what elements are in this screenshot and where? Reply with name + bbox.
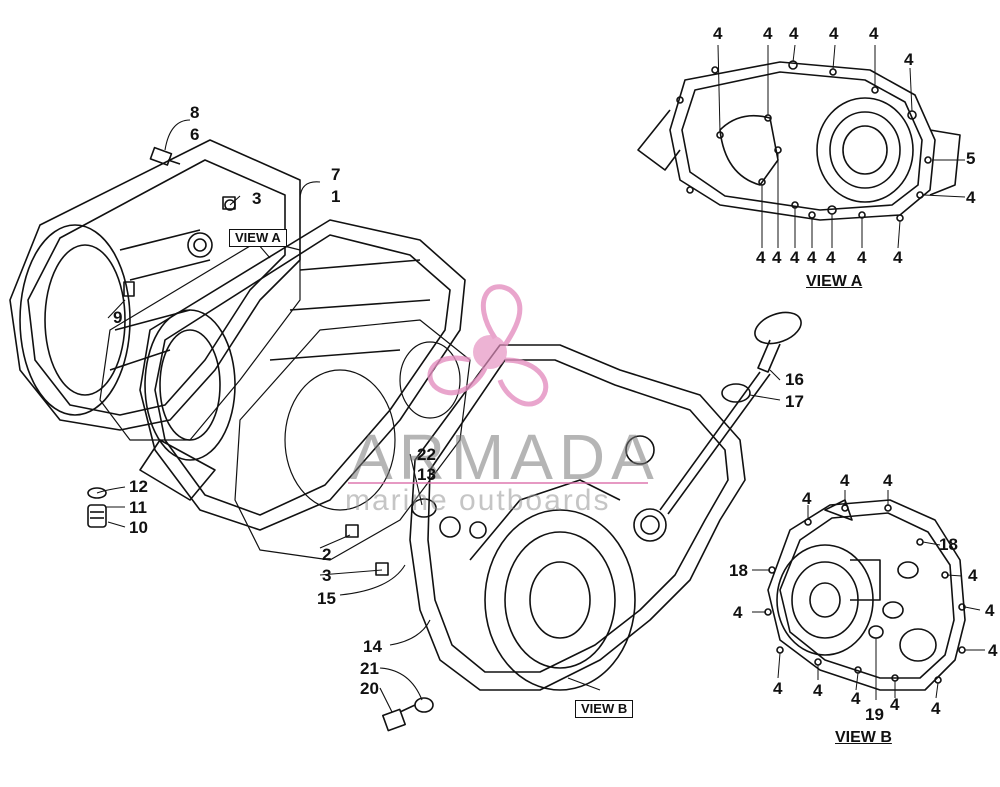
view-b-callout-14: 4	[890, 695, 900, 714]
callout-20: 20	[360, 679, 379, 698]
view-b-callout-1: 4	[802, 489, 812, 508]
view-b-callout-18b: 18	[729, 561, 748, 580]
view-a-callout-11: 4	[790, 248, 800, 267]
callout-15: 15	[317, 589, 336, 608]
watermark-brand: ARMADA	[350, 421, 660, 493]
bolt-part-10	[87, 504, 107, 528]
view-a-callout-12: 4	[807, 248, 817, 267]
leader-lines-view-b	[752, 490, 985, 700]
main-crankcase-cover	[409, 344, 746, 691]
watermark-rule	[348, 482, 648, 484]
view-b-title: VIEW B	[835, 729, 892, 746]
view-b-callout-19: 19	[865, 705, 884, 724]
callout-17: 17	[785, 392, 804, 411]
view-b-callout-8: 4	[985, 601, 995, 620]
callout-14: 14	[363, 637, 382, 656]
callout-7: 7	[331, 165, 341, 184]
callout-11: 11	[129, 498, 147, 517]
view-a-callout-2: 4	[763, 24, 773, 43]
view-b-callout-18a: 18	[939, 535, 958, 554]
seal-part-22	[411, 498, 437, 518]
callout-10: 10	[129, 518, 148, 537]
callout-12: 12	[129, 477, 148, 496]
view-a-callout-13: 4	[826, 248, 836, 267]
dowel-pins	[123, 196, 389, 576]
view-b-detail	[764, 499, 966, 691]
view-a-callout-8: 4	[966, 188, 976, 207]
bolt-part-6	[149, 146, 181, 166]
armada-logo-icon	[427, 284, 549, 407]
view-b-callout-11: 4	[813, 681, 823, 700]
watermark-tagline: marine outboards	[345, 484, 611, 517]
callout-6: 6	[190, 125, 200, 144]
view-b-callout-9: 4	[988, 641, 998, 660]
view-b-callout-2: 4	[840, 471, 850, 490]
view-b-callout-10: 4	[773, 679, 783, 698]
view-a-detail	[637, 60, 961, 222]
callout-3b: 3	[322, 566, 332, 585]
view-a-callout-3: 4	[789, 24, 799, 43]
callout-21: 21	[360, 659, 379, 678]
outer-clutch-cover	[9, 139, 301, 431]
washer-part-12	[87, 487, 107, 499]
callout-9: 9	[113, 308, 123, 327]
inner-cover-housing	[139, 219, 466, 531]
view-a-callout-6: 4	[904, 50, 914, 69]
view-a-callout-14: 4	[857, 248, 867, 267]
view-a-callout-1: 4	[713, 24, 723, 43]
view-a-callout-15: 4	[893, 248, 903, 267]
view-b-callout-7: 4	[733, 603, 743, 622]
dipstick-part-16	[659, 311, 802, 515]
callout-16: 16	[785, 370, 804, 389]
view-b-callout-3: 4	[883, 471, 893, 490]
o-ring-part-17	[721, 383, 751, 403]
bolt-part-20	[382, 697, 434, 732]
view-a-callout-10: 4	[772, 248, 782, 267]
callout-3: 3	[252, 189, 262, 208]
callout-1: 1	[331, 187, 341, 206]
view-a-callout-4: 4	[829, 24, 839, 43]
callout-8: 8	[190, 103, 200, 122]
view-a-callout-9: 4	[756, 248, 766, 267]
view-b-tag: VIEW B	[575, 700, 634, 718]
view-a-callout-5: 4	[869, 24, 879, 43]
leader-lines-main	[96, 119, 781, 713]
callout-2: 2	[322, 545, 332, 564]
callout-13: 13	[417, 465, 436, 484]
view-a-title: VIEW A	[806, 273, 863, 290]
view-b-callout-15: 4	[931, 699, 941, 718]
view-b-callout-12: 4	[851, 689, 861, 708]
view-b-callout-6: 4	[968, 566, 978, 585]
callout-22: 22	[417, 445, 436, 464]
leader-lines-view-a	[717, 44, 966, 249]
view-a-tag: VIEW A	[229, 229, 287, 247]
view-a-callout-7: 5	[966, 149, 976, 168]
